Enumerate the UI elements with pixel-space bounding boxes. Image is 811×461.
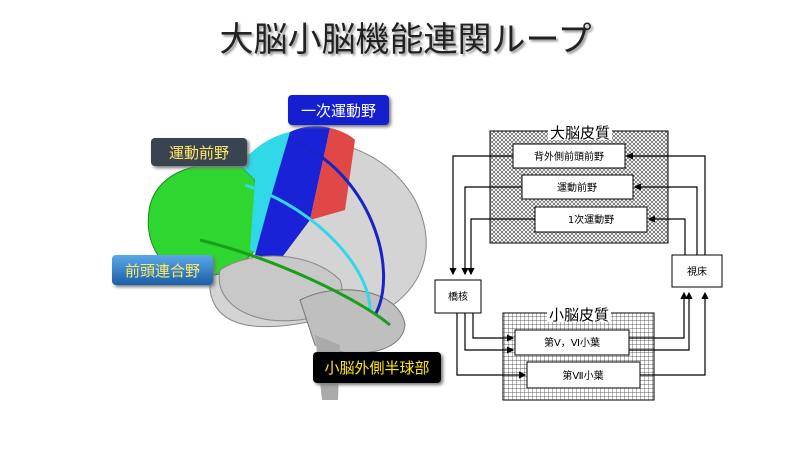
label-primary-motor: 一次運動野 bbox=[288, 95, 389, 125]
label-cerebellum-lateral: 小脳外側半球部 bbox=[313, 352, 441, 383]
pons-text: 橋核 bbox=[448, 290, 468, 303]
lobule-7-box bbox=[526, 361, 641, 389]
lobule-5-6-box bbox=[514, 329, 630, 356]
label-prefrontal: 前頭連合野 bbox=[112, 255, 213, 285]
thalamus-box bbox=[671, 254, 723, 288]
premotor-box bbox=[521, 174, 634, 200]
primary-motor-text: 1次運動野 bbox=[568, 213, 614, 226]
supplementary-region bbox=[310, 128, 355, 220]
dlpfc-box bbox=[512, 143, 626, 169]
premotor-text: 運動前野 bbox=[557, 181, 597, 194]
primary-motor-box bbox=[534, 206, 648, 233]
thalamus-text: 視床 bbox=[687, 265, 707, 278]
slide-title: 大脳小脳機能連関ループ bbox=[219, 20, 592, 60]
lobule-7-text: 第Ⅶ小葉 bbox=[562, 369, 603, 382]
brain-illustration bbox=[147, 126, 427, 400]
cerebral-cortex-label: 大脳皮質 bbox=[550, 124, 610, 142]
primary-motor-region bbox=[255, 126, 330, 261]
pons-box bbox=[434, 279, 482, 314]
cerebellar-cortex-label: 小脳皮質 bbox=[549, 306, 609, 324]
label-premotor: 運動前野 bbox=[151, 138, 247, 166]
lobule-5-6-text: 第Ⅴ，Ⅵ小葉 bbox=[544, 336, 600, 349]
dlpfc-text: 背外側前頭前野 bbox=[534, 150, 604, 163]
